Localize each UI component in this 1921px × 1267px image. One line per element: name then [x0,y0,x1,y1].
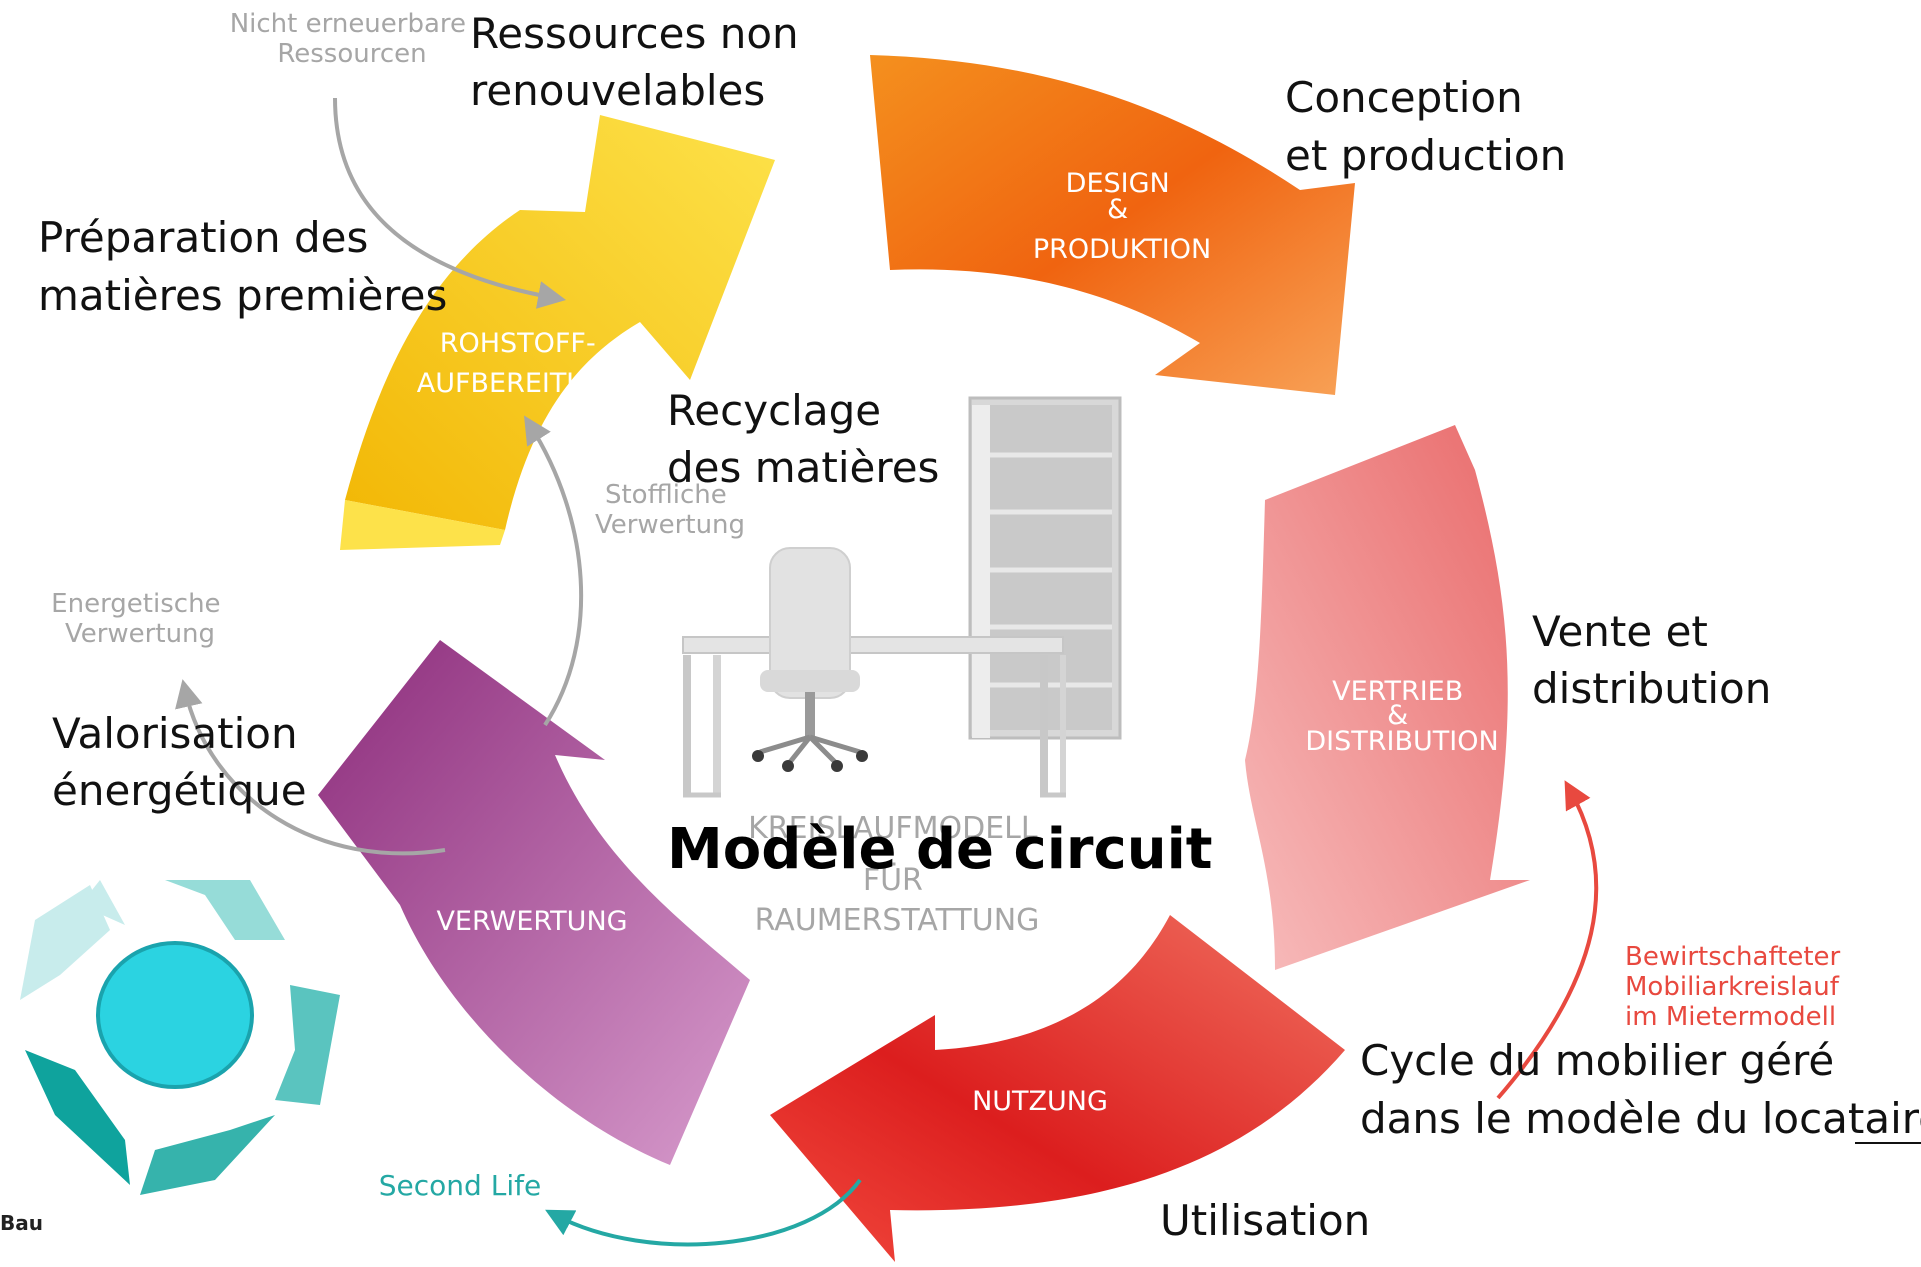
design-produktion-label: DESIGN & PRODUKTION [1033,168,1211,265]
second-life-label: Second Life [379,1169,541,1202]
yellow-arrow-segment [345,115,775,530]
stoffliche-verwertung-label: Stoffliche Verwertung [595,480,745,540]
rohstoff-aufbereitung-label: ROHSTOFF- AUFBEREITUNG [417,328,628,399]
ressources-non-renouvelables-label: Ressources non renouvelables [470,9,812,115]
energetische-verwertung-label: Energetische Verwertung [51,589,229,649]
kreislaufmodell-label: KREISLAUFMODELL FÜR RAUMERSTATTUNG [748,811,1046,938]
valorisation-energetique-label: Valorisation énergétique [52,709,311,815]
red-arrow-segment [770,915,1345,1262]
preparation-matieres-label: Préparation des matières premières [38,213,447,320]
conception-production-label: Conception et production [1285,73,1566,180]
office-furniture-illustration [682,396,1122,798]
bewirtschafteter-label: Bewirtschafteter Mobiliarkreislauf im Mi… [1625,942,1849,1032]
nutzung-label: NUTZUNG [972,1086,1108,1117]
energetische-verwertung-arrow [175,679,446,856]
corner-cropped-text: Bau [0,1211,43,1235]
stoffliche-verwertung-arrow [524,415,584,727]
nicht-erneuerbare-arrow [333,97,567,309]
cycle-mobilier-label: Cycle du mobilier géré dans le modèle du… [1360,1036,1921,1143]
nicht-erneuerbare-label: Nicht erneuerbare Ressourcen [230,9,475,69]
utilisation-label: Utilisation [1160,1196,1370,1245]
second-life-arrow [545,1178,862,1247]
recyclage-matieres-label: Recyclage des matières [667,386,939,492]
second-life-cycle-icon [20,880,340,1195]
orange-arrow-segment [870,55,1355,395]
mobiliarkreislauf-arrow [1496,780,1599,1100]
purple-arrow-segment [318,640,750,1165]
verwertung-label: VERWERTUNG [436,906,627,937]
yellow-arrow-tail [340,500,505,550]
vertrieb-distribution-label: VERTRIEB & DISTRIBUTION [1305,676,1498,757]
vente-distribution-label: Vente et distribution [1532,607,1771,713]
modele-de-circuit-title: Modèle de circuit [667,817,1213,882]
salmon-arrow-segment [1245,425,1530,970]
